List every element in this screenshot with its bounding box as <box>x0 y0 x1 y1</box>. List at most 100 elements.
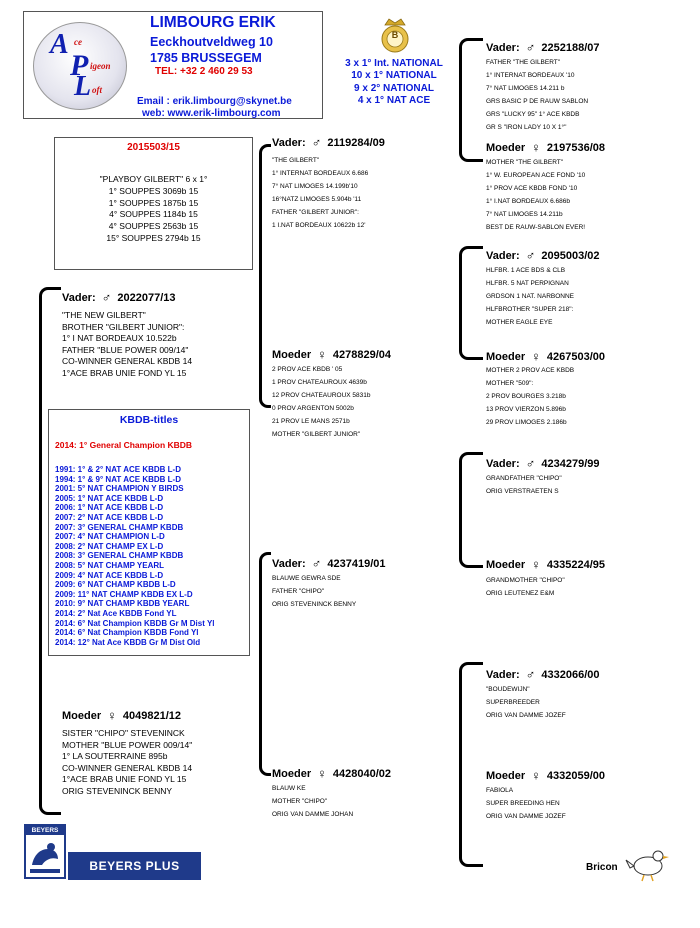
ggp-3-header: Vader: ♂ 2095003/02 <box>486 248 600 263</box>
ggp-2-details: MOTHER "THE GILBERT" 1° W. EUROPEAN ACE … <box>486 156 585 234</box>
father-detail-line: FATHER "BLUE POWER 009/14" <box>62 344 189 355</box>
ggp-detail-line: BEST DE RAUW-SABLON EVER! <box>486 224 586 231</box>
logo-letter-a: A <box>50 29 69 60</box>
male-icon: ♂ <box>525 248 536 263</box>
ggp-detail-line: MOTHER EAGLE EYE <box>486 319 553 326</box>
ggp-8-header: Moeder ♀ 4332059/00 <box>486 768 605 783</box>
male-icon: ♂ <box>311 135 322 150</box>
father-detail-line: 1° I NAT BORDEAUX 10.522b <box>62 333 177 344</box>
father-detail-line: "THE NEW GILBERT" <box>62 310 146 320</box>
ggp-label: Vader: <box>486 457 520 470</box>
female-icon: ♀ <box>531 768 541 783</box>
ggp-2-header: Moeder ♀ 2197536/08 <box>486 140 605 155</box>
male-icon: ♂ <box>311 556 322 571</box>
grandmother-paternal-details: 2 PROV ACE KBDB ' 05 1 PROV CHATEAUROUX … <box>272 363 371 441</box>
logo-letter-p: P <box>70 49 89 82</box>
national-titles: 3 x 1° Int. NATIONAL 10 x 1° NATIONAL 9 … <box>330 58 458 108</box>
logo-text-igeon: igeon <box>90 61 111 71</box>
mother-detail-line: 1° LA SOUTERRAINE 895b <box>62 751 168 762</box>
kbdb-title-line: 2008: 5° NAT CHAMP YEARL <box>55 560 165 570</box>
gp-ring: 4237419/01 <box>327 557 386 570</box>
ggp-detail-line: FABIOLA <box>486 787 514 794</box>
grandfather-paternal-details: "THE GILBERT" 1° INTERNAT BORDEAUX 6.686… <box>272 154 368 232</box>
ggp-7-header: Vader: ♂ 4332066/00 <box>486 667 600 682</box>
female-icon: ♀ <box>531 140 541 155</box>
gp-detail-line: 1 I.NAT BORDEAUX 10622b 12' <box>272 222 366 229</box>
ggp-7-details: "BOUDEWIJN" SUPERBREEDER ORIG VAN DAMME … <box>486 683 566 722</box>
mother-label: Moeder <box>62 709 102 722</box>
kbdb-title-list: 1991: 1° & 2° NAT ACE KBDB L-D 1994: 1° … <box>55 465 215 647</box>
gp-detail-line: 1° INTERNAT BORDEAUX 6.686 <box>272 170 369 177</box>
logo-text-oft: oft <box>92 85 102 95</box>
subject-results: "PLAYBOY GILBERT" 6 x 1° 1° SOUPPES 3069… <box>54 174 253 245</box>
male-icon: ♂ <box>525 667 536 682</box>
logo-letter-l: L <box>74 71 92 102</box>
mother-details: SISTER "CHIPO" STEVENINCK MOTHER "BLUE P… <box>62 728 192 798</box>
kbdb-title-line: 2014: 2° Nat Ace KBDB Fond YL <box>55 608 177 618</box>
gp-label: Moeder <box>272 767 312 780</box>
beyers-plus-text: BEYERS PLUS <box>89 859 180 873</box>
gp-detail-line: 21 PROV LE MANS 2571b <box>272 418 350 425</box>
mother-ring: 4049821/12 <box>122 709 181 722</box>
pigeon-emblem-icon <box>30 843 60 873</box>
ggp-4-header: Moeder ♀ 4267503/00 <box>486 349 605 364</box>
mother-detail-line: CO-WINNER GENERAL KBDB 14 <box>62 762 193 773</box>
ggp-1-header: Vader: ♂ 2252188/07 <box>486 40 600 55</box>
father-ring: 2022077/13 <box>117 291 176 304</box>
kbdb-title-line: 1994: 1° & 9° NAT ACE KBDB L-D <box>55 474 181 484</box>
ggp-detail-line: 1° PROV ACE KBDB FOND '10 <box>486 185 578 192</box>
gp-label: Vader: <box>272 136 306 149</box>
bracket-father-side <box>259 144 271 408</box>
subject-result-line: 4° SOUPPES 1184b 15 <box>109 209 198 220</box>
breeder-website[interactable]: web: www.erik-limbourg.com <box>142 108 281 119</box>
ggp-label: Vader: <box>486 41 520 54</box>
ggp-detail-line: MOTHER "509": <box>486 380 534 387</box>
ggp-3-details: HLFBR. 1 ACE BDS & CLB HLFBR. 5 NAT PERP… <box>486 264 574 329</box>
ggp-detail-line: HLFBR. 1 ACE BDS & CLB <box>486 267 566 274</box>
ggp-detail-line: HLFBR. 5 NAT PERPIGNAN <box>486 280 569 287</box>
ggp-detail-line: ORIG VERSTRAETEN S <box>486 488 559 495</box>
breeder-email[interactable]: Email : erik.limbourg@skynet.be <box>137 96 292 107</box>
kbdb-title-line: 2009: 6° NAT CHAMP KBDB L-D <box>55 580 176 590</box>
gp-detail-line: 1 PROV CHATEAUROUX 4639b <box>272 379 367 386</box>
gp-detail-line: ORIG VAN DAMME JOHAN <box>272 811 354 818</box>
ggp-8-details: FABIOLA SUPER BREEDING HEN ORIG VAN DAMM… <box>486 784 566 823</box>
kbdb-title-line: 2008: 2° NAT CHAMP EX L-D <box>55 541 164 551</box>
bracket-mother-side <box>259 552 271 776</box>
ggp-5-details: GRANDFATHER "CHIPO" ORIG VERSTRAETEN S <box>486 472 562 498</box>
gp-ring: 2119284/09 <box>327 136 385 149</box>
ggp-detail-line: GR S "IRON LADY 10 X 1°" <box>486 124 567 131</box>
male-icon: ♂ <box>525 456 536 471</box>
national-title-line: 10 x 1° NATIONAL <box>351 70 437 82</box>
father-detail-line: 1°ACE BRAB UNIE FOND YL 15 <box>62 367 187 378</box>
ggp-detail-line: ORIG VAN DAMME JOZEF <box>486 712 566 719</box>
grandmother-paternal-header: Moeder ♀ 4278829/04 <box>272 347 391 362</box>
kbdb-title-line: 2014: 12° Nat Ace KBDB Gr M Dist Old <box>55 637 201 647</box>
grandmother-maternal-details: BLAUW KE MOTHER "CHIPO" ORIG VAN DAMME J… <box>272 782 353 821</box>
bracket-ggp-2 <box>459 246 483 360</box>
father-header: Vader: ♂ 2022077/13 <box>62 290 176 305</box>
gp-detail-line: ORIG STEVENINCK BENNY <box>272 601 357 608</box>
kbdb-title-line: 2006: 1° NAT ACE KBDB L-D <box>55 503 164 513</box>
ggp-label: Moeder <box>486 558 526 571</box>
female-icon: ♀ <box>531 557 541 572</box>
logo-text-ce: ce <box>74 37 82 47</box>
bracket-parents <box>39 287 61 815</box>
ggp-detail-line: SUPER BREEDING HEN <box>486 800 560 807</box>
breeder-phone: TEL: +32 2 460 29 53 <box>155 66 253 77</box>
ggp-ring: 4234279/99 <box>541 457 600 470</box>
kbdb-title-line: 2010: 9° NAT CHAMP KBDB YEARL <box>55 599 190 609</box>
ggp-label: Vader: <box>486 668 520 681</box>
father-label: Vader: <box>62 291 96 304</box>
kbdb-title-line: 1991: 1° & 2° NAT ACE KBDB L-D <box>55 465 181 474</box>
grandfather-paternal-header: Vader: ♂ 2119284/09 <box>272 135 385 150</box>
crest-seal-letter: B <box>391 30 399 40</box>
gp-detail-line: 2 PROV ACE KBDB ' 05 <box>272 366 343 373</box>
ggp-detail-line: MOTHER "THE GILBERT" <box>486 159 564 166</box>
ggp-ring: 4267503/00 <box>546 350 605 363</box>
kbdb-titles-box <box>48 409 250 656</box>
mother-detail-line: 1°ACE BRAB UNIE FOND YL 15 <box>62 774 187 785</box>
subject-result-line: 1° SOUPPES 3069b 15 <box>108 185 199 196</box>
grandmother-maternal-header: Moeder ♀ 4428040/02 <box>272 766 391 781</box>
female-icon: ♀ <box>107 708 117 723</box>
